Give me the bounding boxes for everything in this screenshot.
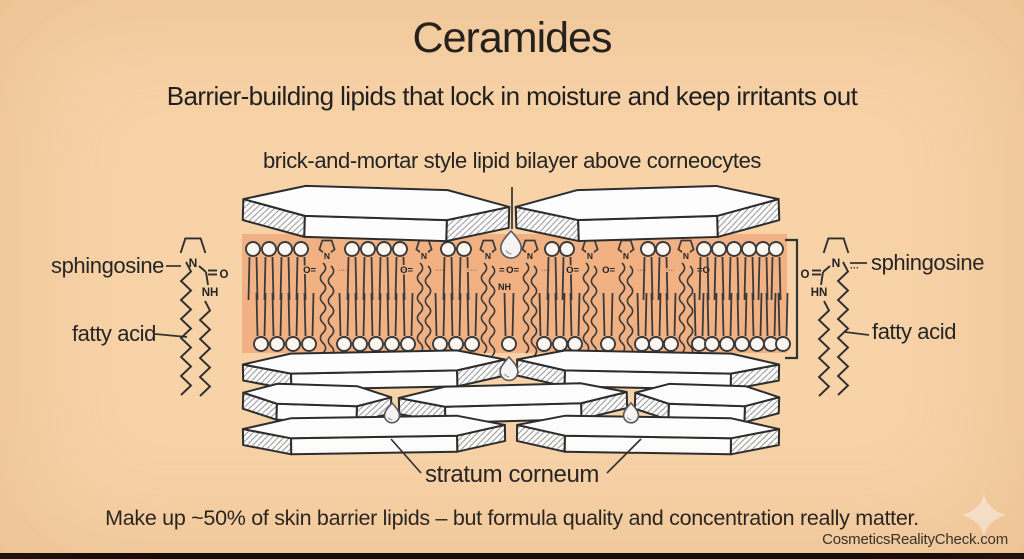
svg-text:····: ···· xyxy=(468,267,477,274)
svg-text:O: O xyxy=(220,269,229,281)
svg-text:=O: =O xyxy=(499,265,512,276)
svg-text:O=: O= xyxy=(506,265,519,276)
svg-text:N: N xyxy=(324,251,330,261)
corneocyte-slab xyxy=(241,184,511,243)
svg-text:N: N xyxy=(623,251,629,261)
svg-text:O: O xyxy=(801,269,810,281)
water-droplet xyxy=(383,401,401,424)
sphingosine-label-right: sphingosine xyxy=(871,250,985,275)
corneocyte-slab xyxy=(241,414,507,456)
watermark: CosmeticsRealityCheck.com xyxy=(822,531,1008,548)
svg-text:N: N xyxy=(832,256,841,270)
svg-text:N: N xyxy=(527,251,533,261)
stratum-corneum-label: stratum corneum xyxy=(424,461,600,488)
svg-text:O=: O= xyxy=(566,265,579,276)
ceramide-structure: N ONH xyxy=(179,237,230,397)
svg-text:····: ···· xyxy=(637,267,646,274)
svg-text:····: ···· xyxy=(338,267,347,274)
page-subtitle: Barrier-building lipids that lock in moi… xyxy=(166,81,858,111)
bottom-bar xyxy=(0,553,1024,559)
corneocyte-slab xyxy=(515,414,781,456)
svg-text:N: N xyxy=(587,251,593,261)
ceramide-structure: N OHN ··· xyxy=(799,237,861,397)
sphingosine-label-left: sphingosine xyxy=(50,253,164,278)
svg-text:O=: O= xyxy=(400,265,413,276)
svg-text:O=: O= xyxy=(602,265,615,276)
bilayer-bracket xyxy=(785,238,799,360)
svg-text:N: N xyxy=(485,251,491,261)
svg-text:····: ···· xyxy=(435,267,444,274)
svg-text:N: N xyxy=(189,256,198,270)
svg-text:NH: NH xyxy=(202,287,219,299)
water-droplet xyxy=(499,355,519,382)
svg-text:O=: O= xyxy=(303,265,316,276)
water-droplet xyxy=(499,229,523,259)
bilayer-caption: brick-and-mortar style lipid bilayer abo… xyxy=(262,148,762,173)
fatty-acid-label-left: fatty acid xyxy=(71,321,156,346)
svg-text:HN: HN xyxy=(811,287,828,299)
page-title: Ceramides xyxy=(412,14,613,62)
svg-text:N: N xyxy=(683,251,689,261)
corneocyte-slab xyxy=(514,184,781,243)
svg-text:N: N xyxy=(421,251,427,261)
svg-text:NH: NH xyxy=(498,282,511,292)
water-droplet xyxy=(622,401,640,424)
fatty-acid-label-right: fatty acid xyxy=(872,319,957,344)
svg-text:····: ···· xyxy=(601,267,610,274)
svg-text:····: ···· xyxy=(541,267,550,274)
svg-text:···: ··· xyxy=(850,263,859,273)
sparkle-icon xyxy=(962,493,1006,537)
svg-text:····: ···· xyxy=(666,267,675,274)
footer-note: Make up ~50% of skin barrier lipids – bu… xyxy=(105,506,919,530)
